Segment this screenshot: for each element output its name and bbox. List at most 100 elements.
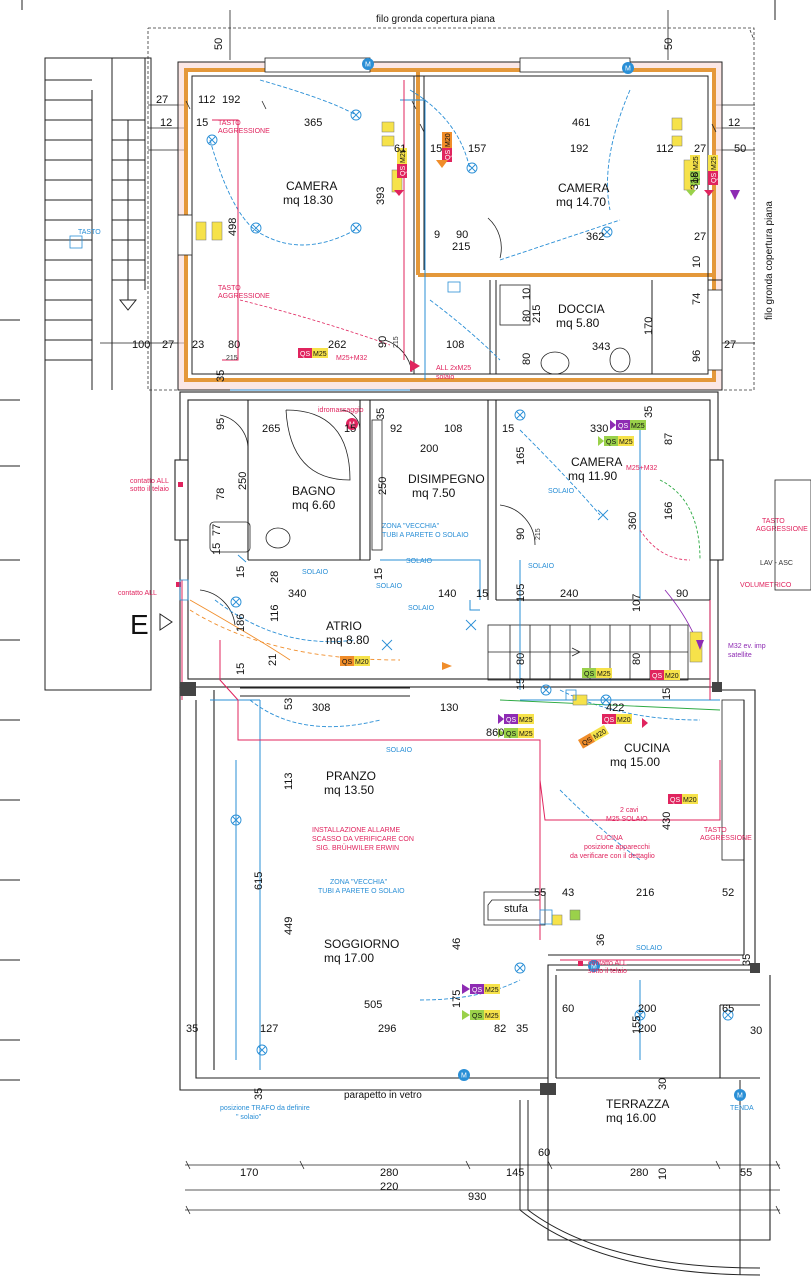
m25-m32-note-2: M25+M32 [336,355,367,362]
svg-text:M25: M25 [313,351,327,358]
svg-text:35: 35 [186,1023,198,1035]
svg-text:SOLAIO: SOLAIO [406,558,433,565]
svg-text:430: 430 [661,812,673,830]
svg-text:930: 930 [468,1191,486,1203]
svg-text:DISIMPEGNO: DISIMPEGNO [408,472,485,486]
svg-text:CAMERA: CAMERA [558,181,609,195]
svg-text:23: 23 [192,339,204,351]
kitchen-note: CUCINA posizione apparecchi da verificar… [570,835,655,860]
svg-text:TASTO: TASTO [218,120,241,127]
svg-text:SOLAIO: SOLAIO [302,569,329,576]
svg-text:215: 215 [393,336,400,348]
svg-text:15: 15 [211,543,223,555]
room-labels: CAMERA mq 18.30 CAMERA mq 14.70 DOCCIA m… [283,179,670,1125]
light-points [206,109,734,1056]
svg-text:50: 50 [663,38,675,50]
svg-text:55: 55 [740,1167,752,1179]
svg-text:QS: QS [342,659,352,666]
svg-text:INSTALLAZIONE ALLARME: INSTALLAZIONE ALLARME [312,827,401,834]
svg-text:265: 265 [262,423,280,435]
svg-text:52: 52 [722,887,734,899]
svg-text:107: 107 [631,594,643,612]
svg-text:200: 200 [638,1003,656,1015]
eave-note-top: filo gronda copertura piana [376,14,495,25]
svg-text:satellite: satellite [728,652,752,659]
svg-text:SIG. BRÜHWILER ERWIN: SIG. BRÜHWILER ERWIN [316,844,399,852]
svg-text:192: 192 [570,143,588,155]
svg-text:SOLAIO: SOLAIO [548,488,575,495]
svg-text:contatto ALL: contatto ALL [588,960,627,967]
svg-text:78: 78 [215,488,227,500]
svg-text:15: 15 [515,678,527,690]
svg-text:posizione apparecchi: posizione apparecchi [584,844,650,851]
svg-text:M25: M25 [711,156,718,170]
svg-text:stufa: stufa [504,903,529,915]
svg-text:15: 15 [430,143,442,155]
svg-text:TASTO: TASTO [762,518,785,525]
svg-text:mq 6.60: mq 6.60 [292,498,336,512]
svg-text:165: 165 [515,447,527,465]
svg-text:61: 61 [394,143,406,155]
svg-text:VOLUMETRICO: VOLUMETRICO [740,582,792,589]
svg-text:M25: M25 [693,156,700,170]
svg-text:AGGRESSIONE: AGGRESSIONE [756,526,808,533]
svg-text:15: 15 [344,423,356,435]
svg-text:166: 166 [663,502,675,520]
svg-text:80: 80 [521,310,533,322]
stove: stufa [504,903,529,915]
svg-text:498: 498 [227,218,239,236]
svg-text:M32 ev. imp: M32 ev. imp [728,643,766,650]
svg-text:M: M [349,422,355,429]
svg-text:M25: M25 [485,987,499,994]
svg-text:27: 27 [694,143,706,155]
svg-text:contatto ALL: contatto ALL [130,478,169,485]
svg-text:95: 95 [215,418,227,430]
alarm-contact-bottom: contatto ALL sotto il telaio [588,960,627,975]
svg-text:186: 186 [235,614,247,632]
svg-text:215: 215 [226,355,238,362]
svg-text:35: 35 [215,370,227,382]
svg-text:QS: QS [604,717,614,724]
svg-text:AGGRESSIONE: AGGRESSIONE [218,293,270,300]
svg-text:mq 17.00: mq 17.00 [324,951,374,965]
svg-text:M25: M25 [619,439,633,446]
svg-text:330: 330 [590,423,608,435]
svg-text:362: 362 [586,231,604,243]
svg-text:449: 449 [283,917,295,935]
svg-text:80: 80 [515,653,527,665]
svg-text:27: 27 [694,231,706,243]
svg-text:220: 220 [380,1181,398,1193]
svg-text:422: 422 [606,702,624,714]
svg-text:35: 35 [741,954,753,966]
svg-text:215: 215 [535,528,542,540]
svg-text:343: 343 [592,341,610,353]
svg-text:65: 65 [722,1003,734,1015]
svg-text:46: 46 [451,938,463,950]
alarm-contact-left: contatto ALL sotto il telaio [130,478,169,493]
svg-text:130: 130 [440,702,458,714]
svg-text:92: 92 [390,423,402,435]
svg-text:M: M [461,1073,467,1080]
right-edge-notes: TASTO AGGRESSIONE LAV - ASC VOLUMETRICO [740,479,811,591]
svg-text:mq 5.80: mq 5.80 [556,316,600,330]
svg-text:posizione TRAFO da definire: posizione TRAFO da definire [220,1105,310,1112]
svg-text:M: M [625,66,631,73]
svg-text:QS: QS [652,673,662,680]
svg-text:860: 860 [486,727,504,739]
svg-text:15: 15 [502,423,514,435]
svg-text:QS: QS [300,351,310,358]
svg-text:mq 11.90: mq 11.90 [568,469,617,483]
svg-text:615: 615 [253,872,265,890]
svg-text:127: 127 [260,1023,278,1035]
svg-text:280: 280 [630,1167,648,1179]
svg-text:QS: QS [472,1013,482,1020]
svg-text:105: 105 [515,584,527,602]
svg-text:55: 55 [534,887,546,899]
svg-text:CAMERA: CAMERA [571,455,622,469]
svg-text:SOGGIORNO: SOGGIORNO [324,937,399,951]
svg-text:QS: QS [400,166,407,176]
svg-text:15: 15 [196,117,208,129]
svg-text:M20: M20 [683,797,697,804]
svg-text:QS: QS [445,150,452,160]
